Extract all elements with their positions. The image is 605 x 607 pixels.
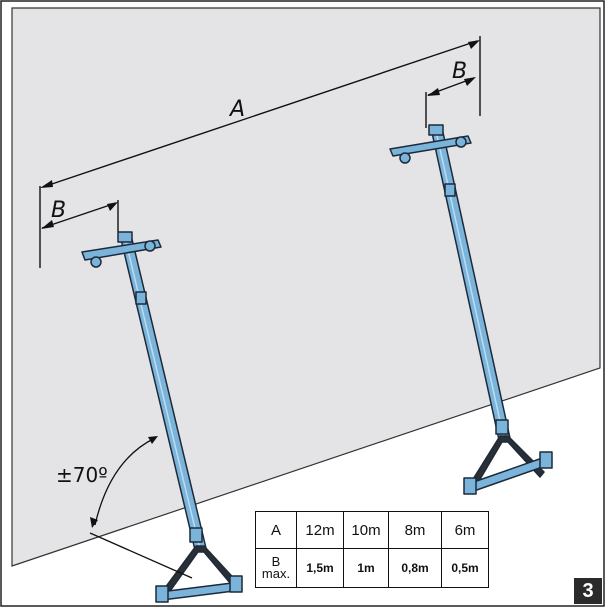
dimension-b-left	[41, 200, 119, 232]
table-cell: 6m	[441, 511, 489, 549]
table-cell: 0,5m	[441, 548, 489, 588]
table-cell: 1,5m	[296, 548, 344, 588]
dimension-b-right	[425, 77, 476, 128]
table-row: B max. 1,5m 1m 0,8m 0,5m	[255, 548, 489, 588]
spec-table: A 12m 10m 8m 6m B max. 1,5m 1m 0,8m 0,5m	[255, 511, 489, 588]
right-stand	[389, 124, 553, 495]
table-cell-header-b: B max.	[255, 548, 297, 588]
dimension-a-label: A	[228, 97, 245, 122]
table-row: A 12m 10m 8m 6m	[255, 511, 489, 549]
table-cell: 8m	[388, 511, 442, 549]
table-cell: 1m	[343, 548, 389, 588]
figure-number: 3	[574, 578, 602, 604]
header-b-line2: max.	[261, 566, 291, 581]
angle-label: ±70º	[56, 463, 108, 487]
left-stand	[81, 231, 243, 603]
table-cell: 10m	[343, 511, 389, 549]
table-cell-header-a: A	[255, 511, 297, 549]
table-cell: 0,8m	[388, 548, 442, 588]
dimension-b-left-label: B	[51, 198, 66, 223]
header-b-line1: B	[271, 554, 281, 569]
angle-indicator	[89, 436, 193, 579]
table-cell: 12m	[296, 511, 344, 549]
dimension-b-right-label: B	[452, 59, 467, 84]
dimension-a	[39, 36, 481, 268]
